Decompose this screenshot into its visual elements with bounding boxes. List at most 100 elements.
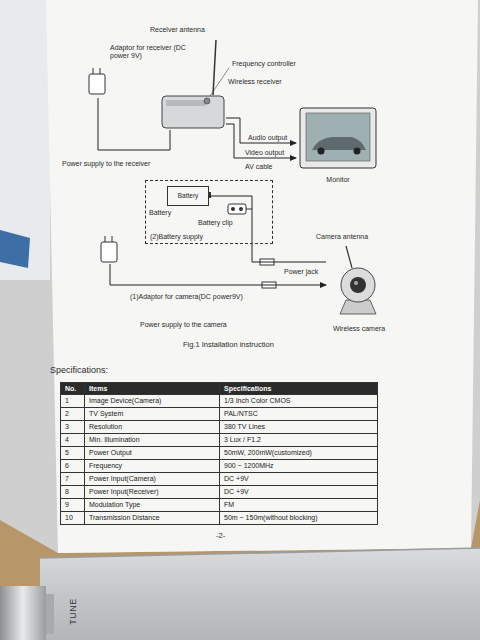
adaptor-body [89,74,105,94]
car-wheel [354,148,361,155]
table-header-cell: Specifications [220,382,378,395]
part-label: Battery clip [198,219,233,227]
table-cell: Frequency [85,460,220,473]
adaptor-prong [105,236,106,242]
monitor: Monitor [296,106,380,186]
receiver-illustration [162,40,229,128]
battery-clip-illustration [208,192,274,265]
manual-page [46,0,478,553]
monitor-illustration [300,108,376,168]
table-cell: Modulation Type [85,499,220,512]
power-adaptor: (1)Adaptor for camera(DC power9V) [98,236,122,264]
monitor-bezel [300,108,376,168]
receiver-box: Wireless receiver [160,92,226,130]
table-cell: Min. Illumination [85,434,220,447]
adaptor-prong [100,68,101,74]
table-cell: 900 ~ 1200MHz [220,460,378,473]
table-header-cell: No. [60,382,85,395]
device-edge [40,548,480,558]
table-cell: 9 [60,499,85,512]
adaptor-body [101,242,117,262]
table-cell: 10 [60,512,85,525]
camera-antenna [346,246,352,268]
table-cell: 50mW, 200mW(customized) [220,447,378,460]
leader-line [210,68,229,96]
receiver-label: Wireless receiver [228,78,282,86]
table-cell: 1 [60,395,85,408]
table-cell: DC +9V [220,473,378,486]
table-cell: 4 [60,434,85,447]
cable-connector [209,196,326,262]
table-cell: 380 TV Lines [220,421,378,434]
camera-label: Wireless camera [326,325,392,333]
knob-collar [46,594,54,634]
figure-caption: Fig.1 Installation instruction [183,340,274,349]
adaptor-label: Adaptor for receiver (DC power 9V) [110,44,190,61]
frequency-knob [204,98,210,104]
battery: Battery [167,186,209,206]
monitor-screen [306,113,370,161]
note-label: Power supply to the receiver [62,160,150,168]
lens-glint [354,281,358,285]
signal-label: Audio output [247,134,288,142]
camera-body [341,268,375,302]
table-cell: Resolution [85,421,220,434]
cable-connector [98,98,170,150]
table-header-cell: Items [85,382,220,395]
adaptor-prong [93,68,94,74]
clip-contact [239,207,243,211]
adaptor-prong [112,236,113,242]
power-adaptor: Adaptor for receiver (DC power 9V) [86,68,110,98]
table-cell: 3 [60,421,85,434]
table-cell: 5 [60,447,85,460]
clip-contact [231,207,235,211]
part-label: Power jack [284,268,318,276]
table-cell: 3 Lux / F1.2 [220,434,378,447]
battery-clip [228,204,246,214]
table-cell: Image Device(Camera) [85,395,220,408]
cable-label: AV cable [245,163,273,171]
table-cell: 50m ~ 150m(without blocking) [220,512,378,525]
table-cell: Power Input(Camera) [85,473,220,486]
cable-connector [226,118,296,143]
other-paper [0,0,50,280]
monitor-label: Monitor [296,176,380,184]
part-label: Camera antenna [316,233,368,241]
receiver-body [162,96,224,128]
table-cell: PAL/NTSC [220,408,378,421]
wireless-camera: Wireless camera [326,250,392,334]
part-label: Battery [149,209,171,217]
car-wheel [318,148,325,155]
table-cell: Power Output [85,447,220,460]
table-cell: 8 [60,486,85,499]
adaptor-label: (1)Adaptor for camera(DC power9V) [130,293,243,301]
section-heading: Specifications: [50,365,108,376]
device-print: TUNE [68,598,79,625]
table-cell: 1/3 Inch Color CMOS [220,395,378,408]
table-cell: Power Input(Receiver) [85,486,220,499]
part-label: Frequency controller [232,60,296,68]
battery-label: Battery [178,192,199,200]
page-number: -2- [216,531,225,540]
table-cell: 6 [60,460,85,473]
table-cell: TV System [85,408,220,421]
table-cell: FM [220,499,378,512]
adaptor-icon [89,68,105,94]
table-cell: DC +9V [220,486,378,499]
clip-wire [246,209,252,210]
blue-box-corner [0,230,30,268]
receiver-device [40,548,480,640]
camera-illustration [340,246,376,314]
part-label: Receiver antenna [150,26,205,34]
table-cell: 7 [60,473,85,486]
group-label: (2)Battery supply [150,233,203,241]
cable-connector [110,264,326,285]
signal-label: Video output [244,149,285,157]
cable-connector [226,124,296,158]
receiver-antenna [213,40,216,95]
